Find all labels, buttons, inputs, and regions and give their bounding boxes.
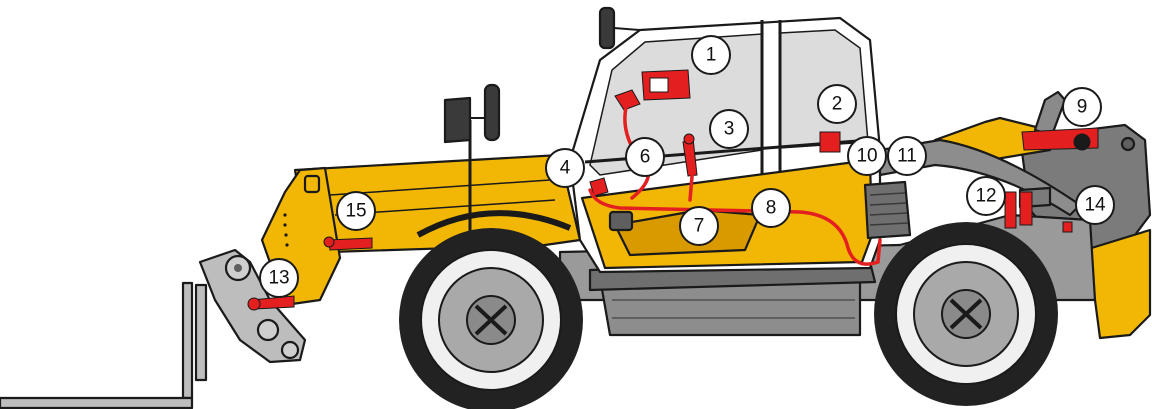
svg-text:12: 12 [975,186,996,207]
callout-14: 14 [1076,186,1114,224]
svg-text:3: 3 [724,119,735,140]
svg-text:13: 13 [268,268,289,289]
callout-6: 6 [626,138,664,176]
svg-text:8: 8 [766,198,777,219]
marker-1-label-box [650,78,668,92]
svg-text:2: 2 [832,94,843,115]
rear-wheel [874,222,1058,406]
exhaust-pipe [1035,92,1065,135]
callout-2: 2 [818,85,856,123]
marker-12b [1020,192,1032,225]
callout-11: 11 [888,137,926,175]
callout-1: 1 [692,36,730,74]
callout-13: 13 [260,259,298,297]
svg-text:9: 9 [1077,97,1088,118]
callout-15: 15 [337,192,375,230]
callout-12: 12 [967,177,1005,215]
marker-2 [820,132,840,152]
fork-carriage [0,250,305,408]
svg-text:1: 1 [706,45,717,66]
svg-text:7: 7 [694,216,705,237]
svg-text:11: 11 [897,146,917,167]
callout-7: 7 [680,207,718,245]
callout-4: 4 [546,149,584,187]
svg-text:10: 10 [856,146,877,167]
marker-15-dot [324,237,334,247]
marker-14 [1063,222,1072,232]
front-wheel [399,228,583,409]
callout-9: 9 [1063,88,1101,126]
callout-10: 10 [848,137,886,175]
svg-text:15: 15 [345,201,366,222]
callout-8: 8 [752,189,790,227]
marker-3-ball [684,134,694,144]
marker-9-dot [1074,134,1090,150]
marker-15 [328,238,372,250]
svg-text:6: 6 [640,147,651,168]
svg-text:14: 14 [1084,195,1106,216]
svg-text:4: 4 [560,158,571,179]
marker-12a [1005,192,1016,228]
callout-3: 3 [710,110,748,148]
marker-13-dot [248,298,260,310]
